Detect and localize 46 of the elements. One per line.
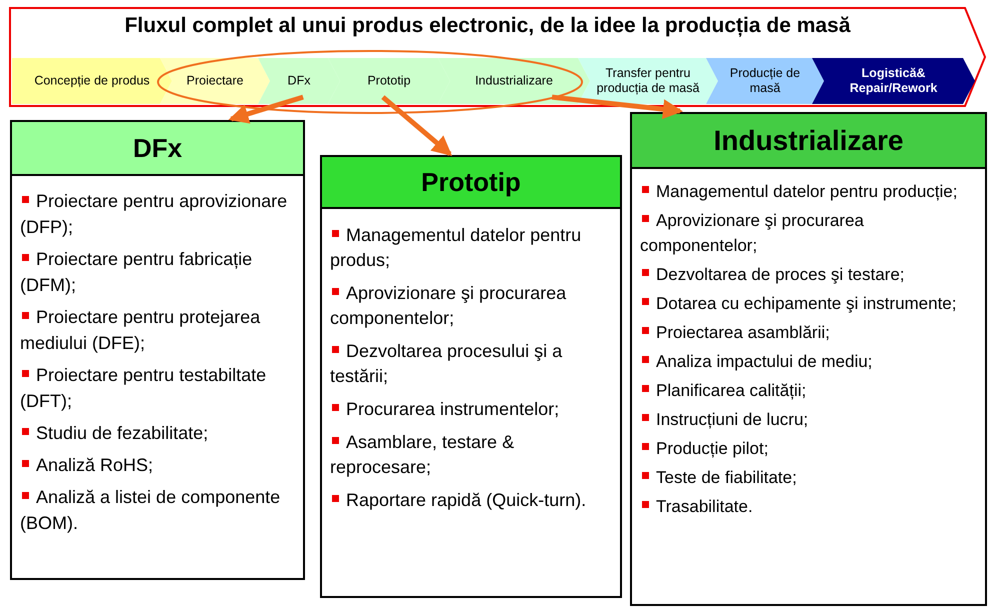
bullet-item: Aprovizionare şi procurarea componentelor;: [330, 281, 612, 331]
step-label: Industrializare: [475, 74, 553, 88]
step-label: Proiectare: [186, 74, 244, 88]
bullet-item: Dotarea cu echipamente şi instrumente;: [640, 291, 977, 316]
bullet-item: Proiectarea asamblării;: [640, 320, 977, 345]
chevron-step: [812, 58, 975, 104]
bullet-item: Managementul datelor pentru producție;: [640, 179, 977, 204]
card-title: Industrializare: [714, 124, 904, 156]
chevron-step: [258, 58, 340, 104]
bullet-item: Teste de fiabilitate;: [640, 465, 977, 490]
title: Fluxul complet al unui produs electronic, de la idee la producția de masă: [124, 14, 852, 38]
step-label: Prototip: [367, 74, 411, 88]
bullet-item: Producție pilot;: [640, 436, 977, 461]
chevron-step: [12, 58, 172, 104]
bullet-item: Trasabilitate.: [640, 494, 977, 519]
stage-card: [630, 112, 987, 606]
step-label: Transfer pentru producția de masă: [596, 66, 700, 96]
bullet-item: Proiectare pentru aprovizionare (DFP);: [20, 188, 295, 240]
bullet-item: Studiu de fezabilitate;: [20, 420, 295, 446]
bullet-item: Analiza impactului de mediu;: [640, 349, 977, 374]
bullet-item: Analiză a listei de componente (BOM).: [20, 484, 295, 536]
step-label: DFx: [288, 74, 310, 88]
chevron-step: [160, 58, 270, 104]
bullet-item: Proiectare pentru fabricație (DFM);: [20, 246, 295, 298]
card-title: Prototip: [421, 166, 521, 198]
bullet-item: Planificarea calității;: [640, 378, 977, 403]
bullet-item: Managementul datelor pentru produs;: [330, 223, 612, 273]
bullet-item: Dezvoltarea procesului şi a testării;: [330, 339, 612, 389]
bullet-item: Raportare rapidă (Quick-turn).: [330, 488, 612, 513]
chevron-step: [706, 58, 824, 104]
stage-card: [10, 120, 305, 580]
step-label: Concepție de produs: [34, 74, 150, 88]
step-label: Logistică& Repair/Rework: [848, 66, 938, 96]
bullet-item: Aprovizionare şi procurarea componentelor;: [640, 208, 977, 258]
bullet-item: Instrucțiuni de lucru;: [640, 407, 977, 432]
arrow: [381, 95, 452, 156]
bullet-item: Procurarea instrumentelor;: [330, 397, 612, 422]
arrow: [552, 94, 683, 120]
bullet-item: Asamblare, testare & reprocesare;: [330, 430, 612, 480]
bullet-item: Analiză RoHS;: [20, 452, 295, 478]
bullet-item: Proiectare pentru protejarea mediului (DFE);: [20, 304, 295, 356]
stage-card: [320, 155, 622, 598]
bullet-item: Dezvoltarea de proces şi testare;: [640, 262, 977, 287]
card-title: DFx: [132, 132, 182, 164]
bullet-item: Proiectare pentru testabiltate (DFT);: [20, 362, 295, 414]
step-label: Producție de masă: [728, 66, 802, 96]
